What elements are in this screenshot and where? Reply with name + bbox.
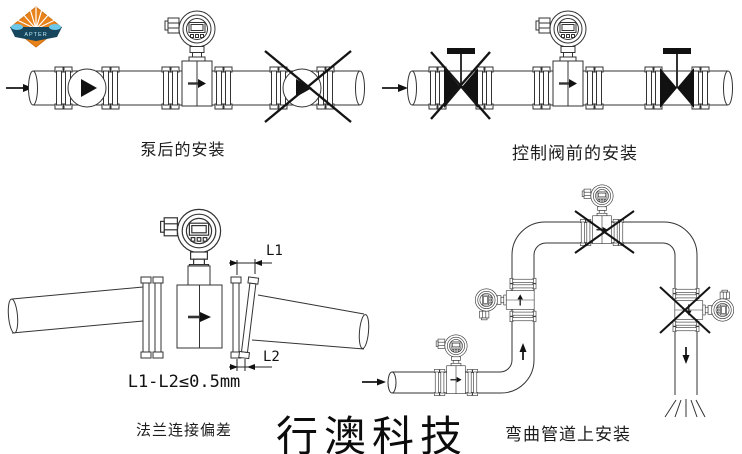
caption-flange-deviation: 法兰连接偏差 bbox=[135, 423, 232, 439]
caption-after-pump: 泵后的安装 bbox=[140, 142, 226, 159]
pipe-open-end bbox=[7, 298, 19, 334]
dim-label-l2: L2 bbox=[263, 349, 280, 365]
flowmeter bbox=[162, 11, 232, 109]
flow-arrow-icon bbox=[362, 378, 386, 386]
flowmeter-down-wrong bbox=[673, 288, 734, 331]
cross-out-icon bbox=[574, 210, 711, 334]
after-pump-diagram bbox=[6, 11, 365, 123]
flange-pair bbox=[140, 276, 164, 359]
cross-out-icon bbox=[430, 51, 491, 120]
flow-arrow-icon bbox=[382, 84, 408, 92]
pipe-open-end bbox=[387, 371, 397, 394]
flange-deviation-diagram bbox=[7, 208, 370, 371]
pipe-open-end bbox=[407, 70, 417, 106]
flowmeter-riser bbox=[475, 278, 536, 321]
flowmeter-horizontal bbox=[434, 335, 477, 396]
logo-banner bbox=[10, 27, 62, 41]
pipe-open-end bbox=[355, 70, 365, 106]
pump bbox=[55, 67, 119, 109]
pipe-open-end bbox=[723, 70, 733, 106]
up-arrow-icon bbox=[519, 343, 527, 360]
pipe-open-end bbox=[28, 70, 38, 106]
flange-tilted bbox=[238, 276, 260, 360]
pipe-open-end bbox=[358, 314, 370, 349]
flange-straight bbox=[230, 276, 242, 359]
valve-wrong-position bbox=[429, 48, 493, 109]
flowmeter-top-wrong bbox=[580, 185, 623, 246]
caption-before-valve: 控制阀前的安装 bbox=[512, 144, 638, 163]
logo-text: APTER bbox=[24, 32, 47, 38]
bent-pipe-diagram bbox=[362, 185, 734, 418]
transmitter-head bbox=[160, 208, 222, 270]
dim-label-l1: L1 bbox=[266, 243, 283, 259]
flange-deviation-formula: L1-L2≤0.5mm bbox=[127, 372, 241, 392]
dimension-lines bbox=[229, 259, 272, 371]
flowmeter bbox=[533, 11, 603, 109]
down-arrow-icon bbox=[682, 347, 690, 364]
control-valve bbox=[645, 48, 709, 109]
discharge-spray bbox=[664, 399, 706, 418]
caption-bent-pipe: 弯曲管道上安装 bbox=[505, 425, 631, 444]
company-watermark: 行澳科技 bbox=[275, 415, 468, 454]
company-logo: APTER bbox=[10, 6, 62, 48]
cross-out-icon bbox=[264, 50, 352, 123]
before-valve-diagram bbox=[382, 11, 733, 120]
